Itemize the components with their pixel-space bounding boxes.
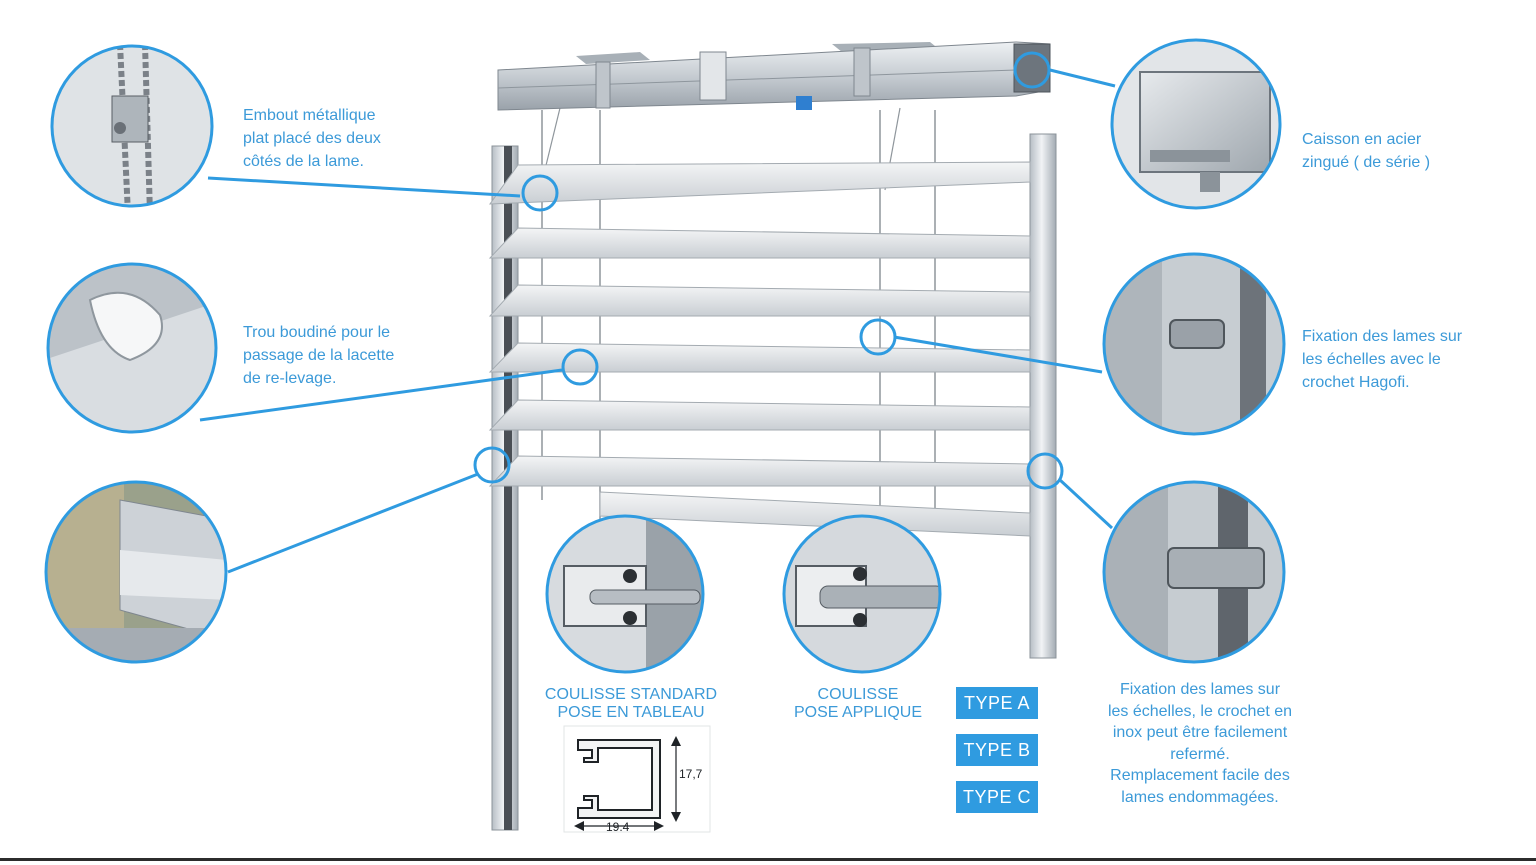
bottom-divider bbox=[0, 858, 1536, 861]
closeup-rail-applique bbox=[782, 514, 942, 674]
hotspot-inox bbox=[1026, 452, 1064, 490]
slat bbox=[488, 342, 1031, 373]
label-hagofi: Fixation des lames sur les échelles avec… bbox=[1302, 328, 1463, 391]
closeup-end-cap bbox=[50, 44, 214, 208]
slat bbox=[599, 491, 1031, 537]
hotspots bbox=[473, 51, 1064, 490]
type-c-badge: TYPE C bbox=[956, 781, 1038, 813]
label-rail-applique: COULISSE POSE APPLIQUE bbox=[793, 686, 923, 721]
right-guide-rail bbox=[1029, 133, 1057, 659]
slat bbox=[488, 227, 1031, 259]
hotspot-housing bbox=[1013, 51, 1051, 89]
hotspot-end-cap bbox=[521, 174, 559, 212]
profile-width-label: 19.4 bbox=[606, 820, 630, 834]
hotspot-slot-hole bbox=[561, 348, 599, 386]
label-slot-hole: Trou boudiné pour le passage de la lacet… bbox=[243, 324, 395, 387]
slats bbox=[488, 161, 1031, 537]
closeup-housing bbox=[1110, 38, 1282, 210]
label-end-cap: Embout métallique plat placé des deux cô… bbox=[243, 107, 381, 170]
closeup-hagofi bbox=[1102, 252, 1286, 436]
profile-height-label: 17,7 bbox=[679, 767, 703, 781]
type-a-badge: TYPE A bbox=[956, 687, 1038, 719]
slat bbox=[488, 161, 1031, 205]
label-rail-standard: COULISSE STANDARD POSE EN TABLEAU bbox=[544, 686, 718, 721]
rail-profile-drawing: 17,7 19.4 bbox=[563, 725, 711, 834]
label-housing: Caisson en acier zingué ( de série ) bbox=[1302, 131, 1431, 171]
hotspot-hagofi bbox=[859, 318, 897, 356]
callout-lines bbox=[199, 68, 1116, 574]
hotspot-rail bbox=[473, 446, 511, 484]
head-box bbox=[497, 41, 1051, 111]
closeup-rail-edge bbox=[44, 480, 228, 664]
closeup-inox-clip bbox=[1102, 480, 1286, 664]
label-inox: Fixation des lames sur les échelles, le … bbox=[1107, 681, 1293, 806]
slat bbox=[488, 455, 1031, 487]
closeup-slot-hole bbox=[46, 262, 218, 434]
slat bbox=[488, 284, 1031, 317]
closeup-rail-standard bbox=[545, 514, 705, 674]
type-b-badge: TYPE B bbox=[956, 734, 1038, 766]
slat bbox=[488, 399, 1031, 431]
left-guide-slot bbox=[504, 146, 512, 830]
